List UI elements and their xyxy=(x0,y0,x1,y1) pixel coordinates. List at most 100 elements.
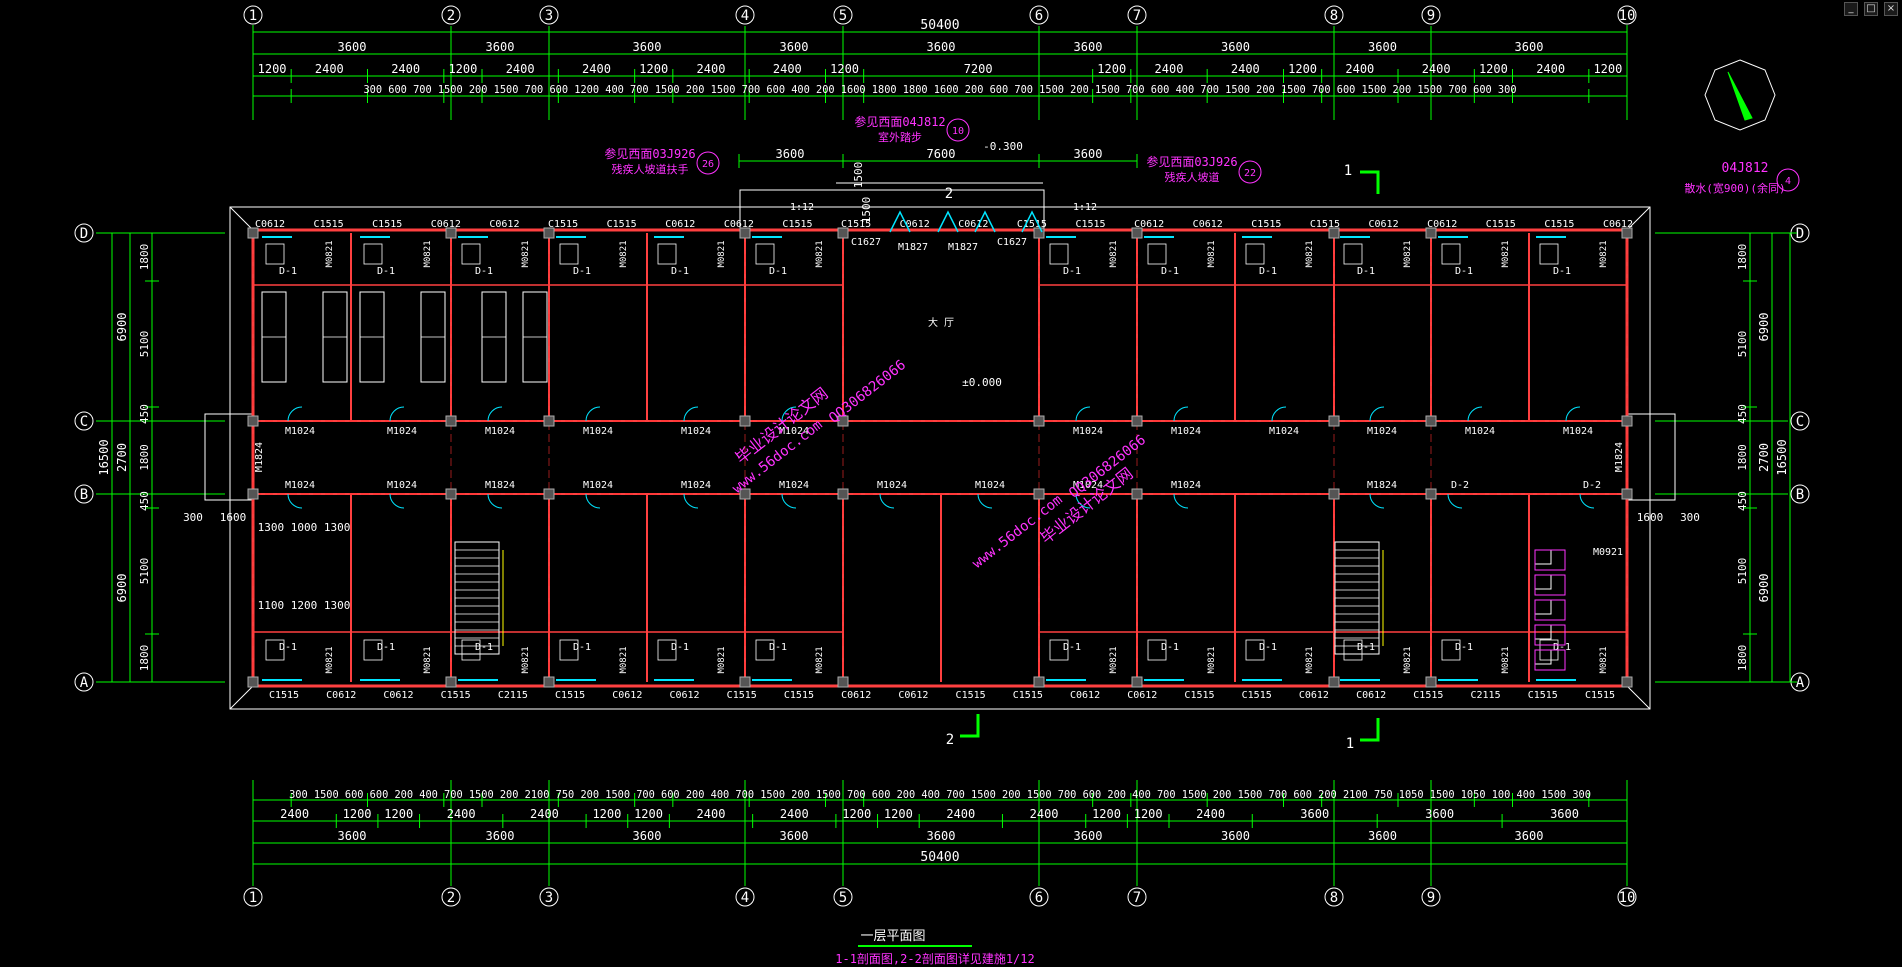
grid-label: B xyxy=(1796,487,1804,503)
right-porch xyxy=(1626,413,1676,501)
door-swing xyxy=(1173,493,1189,509)
dimension-text: 6900 xyxy=(1757,313,1771,342)
sink-fixture xyxy=(1343,243,1363,265)
dimension-text: 1300 1000 1300 xyxy=(258,521,351,534)
window-label-top: C1515 xyxy=(1075,219,1105,230)
grid-bubble xyxy=(441,5,461,25)
door-swing xyxy=(1075,406,1091,422)
room-tag: D-1 xyxy=(1357,266,1375,277)
dimension-text: 1200 xyxy=(1288,62,1317,76)
stall-partition xyxy=(1534,549,1566,571)
structural-column xyxy=(739,676,751,688)
reference-note: 04J812 xyxy=(1722,161,1769,176)
grid-bubble xyxy=(539,887,559,907)
section-number: 1 xyxy=(1346,736,1354,752)
door-label-lower: D-2 xyxy=(1451,480,1469,491)
door-label-lower: M1024 xyxy=(779,480,809,491)
reference-bubble xyxy=(946,118,970,142)
dimension-text: 5100 xyxy=(1736,331,1749,358)
reference-tag: 10 xyxy=(952,126,964,137)
ramp-slope: 1:12 xyxy=(790,202,814,213)
dimension-text: 1200 xyxy=(639,62,668,76)
dimension-text: 3600 xyxy=(1515,40,1544,54)
window-label-bottom: C1515 xyxy=(1413,690,1443,701)
section-mark xyxy=(1360,170,1380,194)
room-tag: D-1 xyxy=(573,266,591,277)
dimension-text: 3600 xyxy=(1368,829,1397,843)
door-label-upper: M1024 xyxy=(1465,426,1495,437)
door-label-lower: M1024 xyxy=(1073,480,1103,491)
dimension-text: 1200 xyxy=(384,807,413,821)
entrance-door xyxy=(937,210,959,233)
window-label-top: C0612 xyxy=(724,219,754,230)
window-label-bottom: C0612 xyxy=(383,690,413,701)
dimension-text: 3600 xyxy=(1074,147,1103,161)
dimension-text: 3600 xyxy=(1221,40,1250,54)
toilet-door-label: M0821 xyxy=(1305,240,1315,267)
window-label-top: C0612 xyxy=(1603,219,1633,230)
structural-column xyxy=(1033,415,1045,427)
dimension-text: 1200 xyxy=(1593,62,1622,76)
room-tag: D-1 xyxy=(1259,266,1277,277)
window-label-bottom: C1515 xyxy=(1184,690,1214,701)
structural-column xyxy=(1328,676,1340,688)
structural-column xyxy=(1621,676,1633,688)
grid-label: 6 xyxy=(1035,8,1043,24)
toilet-door-label: M0821 xyxy=(1207,240,1217,267)
grid-bubble xyxy=(1324,5,1344,25)
door-label-lower: M1024 xyxy=(1171,480,1201,491)
toilet-door-label: M0821 xyxy=(1207,646,1217,673)
door-swing xyxy=(1579,493,1595,509)
grid-bubble xyxy=(833,5,853,25)
dimension-text: 1200 xyxy=(1134,807,1163,821)
window-label-bottom: C1515 xyxy=(1585,690,1615,701)
stall-partition xyxy=(1534,574,1566,596)
dimension-text: 2400 xyxy=(946,807,975,821)
dimension-text: 300 xyxy=(1680,511,1700,524)
reference-bubble xyxy=(1238,160,1262,184)
sink-fixture xyxy=(461,243,481,265)
door-label: C1627 xyxy=(997,237,1027,248)
structural-column xyxy=(445,676,457,688)
grid-bubble xyxy=(1617,5,1637,25)
window-label-top: C0612 xyxy=(1134,219,1164,230)
structural-column xyxy=(1425,227,1437,239)
dimension-text: 7200 xyxy=(964,62,993,76)
door-label-upper: M1024 xyxy=(285,426,315,437)
dimension-text: 16500 xyxy=(97,439,111,475)
sink-fixture xyxy=(657,243,677,265)
dimension-text: 1800 xyxy=(1736,244,1749,271)
sink-fixture xyxy=(1147,639,1167,661)
restore-button[interactable]: □ xyxy=(1864,2,1878,16)
grid-label: A xyxy=(1796,675,1805,691)
dimension-text: 2400 xyxy=(1231,62,1260,76)
dimension-text: 1500 xyxy=(860,197,873,224)
door-swing xyxy=(781,493,797,509)
structural-column xyxy=(1033,676,1045,688)
window-label-bottom: C1515 xyxy=(1242,690,1272,701)
door-swing xyxy=(389,406,405,422)
dimension-text: 3600 xyxy=(1074,40,1103,54)
entrance-door xyxy=(889,210,911,233)
sink-fixture xyxy=(265,243,285,265)
structural-column xyxy=(445,488,457,500)
apron-outline xyxy=(229,206,1651,710)
grid-label: 8 xyxy=(1330,8,1338,24)
grid-label: 1 xyxy=(249,8,257,24)
door-label-lower: M1024 xyxy=(583,480,613,491)
dimension-text: 2400 xyxy=(506,62,535,76)
sink-fixture xyxy=(1245,243,1265,265)
door-label-upper: M1024 xyxy=(681,426,711,437)
dimension-text: 5100 xyxy=(1736,558,1749,585)
grid-bubble xyxy=(1127,887,1147,907)
minimize-button[interactable]: _ xyxy=(1844,2,1858,16)
floor-level: ±0.000 xyxy=(962,376,1002,389)
reference-note: 残疾人坡道 xyxy=(1165,170,1220,184)
structural-column xyxy=(1131,227,1143,239)
dimension-text: 3600 xyxy=(927,829,956,843)
close-button[interactable]: × xyxy=(1884,2,1898,16)
toilet-door-label: M0821 xyxy=(815,240,825,267)
grid-label: 6 xyxy=(1035,890,1043,906)
toilet-door-label: M0821 xyxy=(717,646,727,673)
